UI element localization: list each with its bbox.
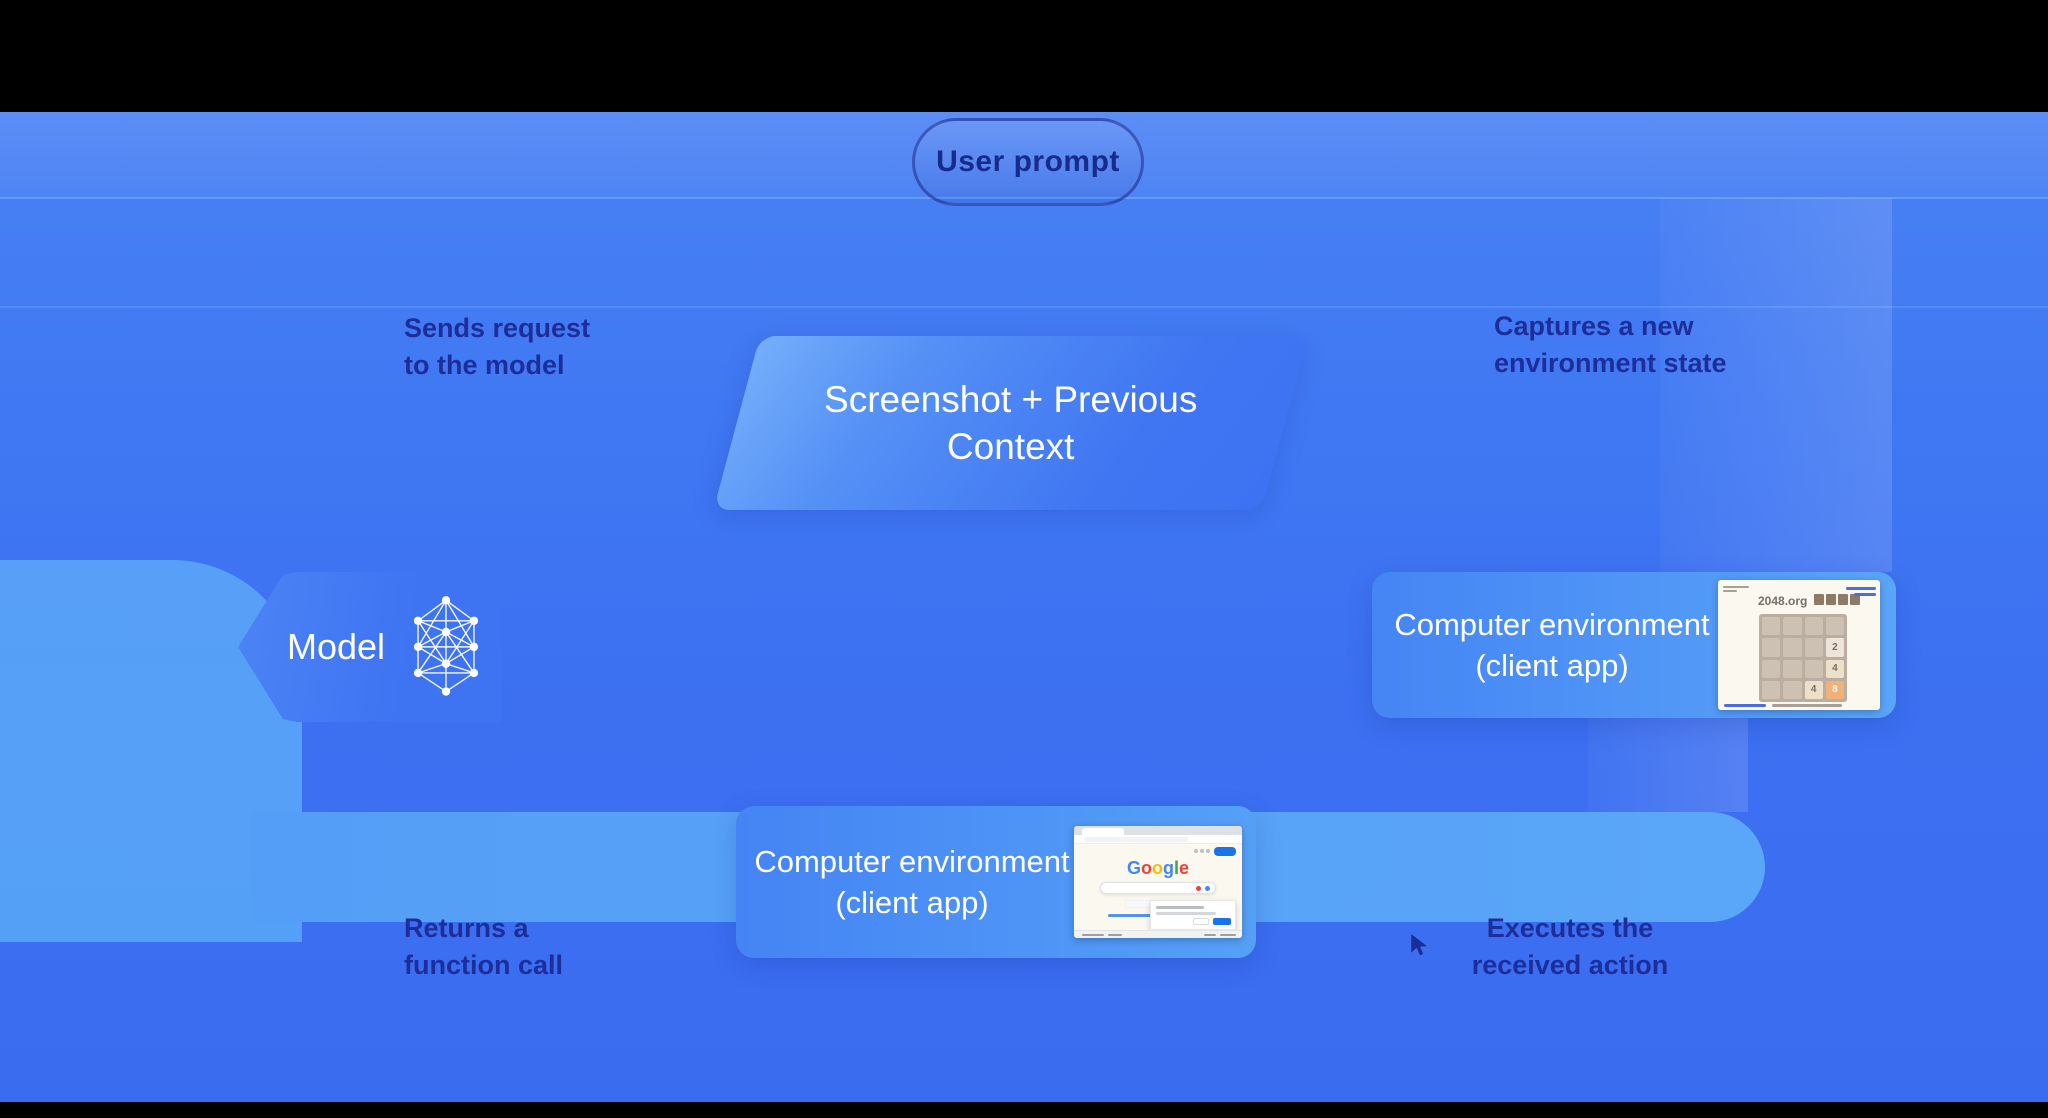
sign-in-button xyxy=(1214,847,1236,856)
empty-cell xyxy=(1804,617,1823,636)
empty-cell xyxy=(1762,638,1781,657)
env-bottom-label: Computer environment (client app) xyxy=(754,844,1070,920)
empty-cell xyxy=(1762,680,1781,699)
screenshot-context-node: Screenshot + Previous Context xyxy=(713,336,1308,510)
neural-network-icon xyxy=(405,586,487,709)
tile-8: 8 xyxy=(1825,680,1844,699)
right-up-connector xyxy=(1660,198,1892,572)
model-label: Model xyxy=(286,626,386,667)
mini-link-line xyxy=(1724,704,1766,707)
score-tiles xyxy=(1814,594,1860,605)
site-title-2048: 2048.org xyxy=(1758,594,1808,608)
computer-environment-node-right: Computer environment (client app) 2048.o… xyxy=(1372,572,1896,718)
google-logo: Google xyxy=(1126,858,1190,878)
browser-tab xyxy=(1082,828,1124,835)
cookie-settings-button xyxy=(1193,918,1209,925)
empty-cell xyxy=(1783,680,1802,699)
mini-text-line xyxy=(1723,586,1749,588)
right-down-connector xyxy=(1588,718,1748,812)
empty-cell xyxy=(1762,659,1781,678)
agent-loop-diagram: User prompt Screenshot + Previous Contex… xyxy=(0,112,2048,1102)
empty-cell xyxy=(1762,617,1781,636)
label-returns-function-call: Returns a function call xyxy=(404,913,564,980)
empty-cell xyxy=(1804,659,1823,678)
gradient-seam xyxy=(0,306,2048,308)
mini-link-line xyxy=(1854,593,1876,596)
empty-cell xyxy=(1783,617,1802,636)
mic-icon xyxy=(1196,886,1201,891)
lens-icon xyxy=(1205,886,1210,891)
model-node: Model xyxy=(238,572,502,722)
browser-chrome-bar xyxy=(1074,826,1242,835)
label-captures-state: Captures a new environment state xyxy=(1494,311,1727,378)
address-bar xyxy=(1084,837,1188,842)
tile-2: 2 xyxy=(1825,638,1844,657)
label-sends-request: Sends request to the model xyxy=(404,313,591,380)
search-input xyxy=(1100,882,1216,894)
top-arrow-band xyxy=(0,112,2048,198)
apps-grid-icon xyxy=(1194,849,1210,853)
computer-environment-node-bottom: Computer environment (client app) Google xyxy=(736,806,1256,958)
google-homepage-screenshot: Google xyxy=(1074,826,1242,938)
empty-cell xyxy=(1825,617,1844,636)
user-prompt-label: User prompt xyxy=(936,145,1120,178)
cursor-icon xyxy=(1408,932,1434,963)
mini-link-line xyxy=(1846,587,1876,590)
empty-cell xyxy=(1804,638,1823,657)
cookie-accept-button xyxy=(1213,918,1231,925)
tile-4: 4 xyxy=(1804,680,1823,699)
env-right-label: Computer environment (client app) xyxy=(1394,607,1710,683)
tile-4: 4 xyxy=(1825,659,1844,678)
browser-toolbar xyxy=(1074,835,1242,844)
bottom-letterbox-bar xyxy=(0,1102,2048,1118)
context-line1: Screenshot + Previous xyxy=(824,379,1198,420)
empty-cell xyxy=(1783,638,1802,657)
gradient-seam xyxy=(0,197,2048,199)
mini-text-line xyxy=(1772,704,1842,707)
cookie-consent-dialog xyxy=(1150,900,1236,930)
context-line2: Context xyxy=(946,426,1075,467)
footer-bar xyxy=(1074,930,1242,938)
top-letterbox-bar xyxy=(0,0,2048,112)
label-executes-action: Executes the received action xyxy=(1471,913,1669,980)
mini-text-line xyxy=(1723,590,1737,592)
user-prompt-pill: User prompt xyxy=(912,118,1144,206)
empty-cell xyxy=(1783,659,1802,678)
